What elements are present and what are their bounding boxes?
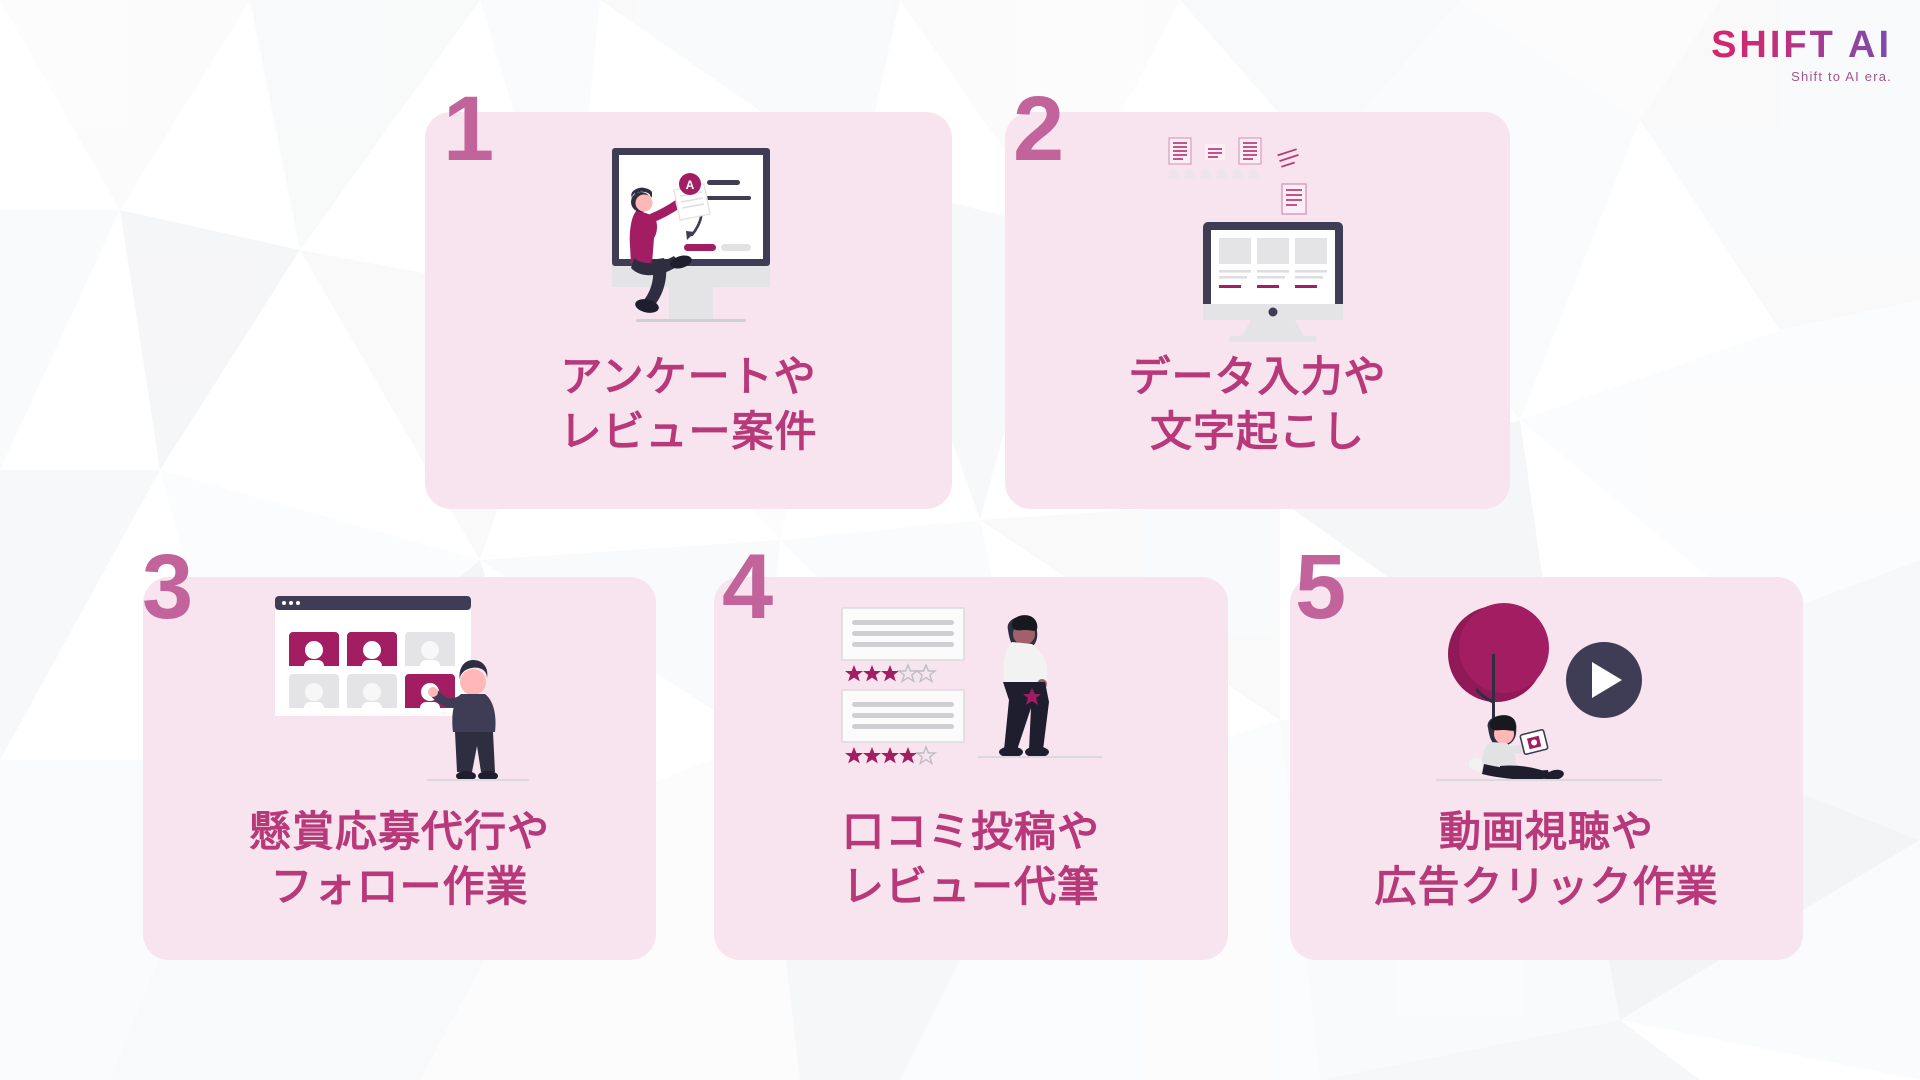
card-3-title: 懸賞応募代行や フォロー作業 (143, 805, 656, 914)
avatar-card-selected (289, 632, 339, 666)
card-1-title-line1: アンケートや (560, 353, 817, 400)
card-4[interactable] (714, 577, 1228, 960)
doc-into-monitor (1280, 183, 1307, 215)
svg-text:A: A (685, 178, 694, 192)
review-cards-stars-person-icon (841, 607, 1102, 766)
avatar-card-empty (289, 674, 339, 708)
card-1-illustration: A (425, 140, 952, 340)
browser-avatars-person-icon (275, 596, 529, 781)
brand-logo: SHIFT AI Shift to AI era. (1711, 26, 1892, 83)
person-standing (428, 660, 498, 781)
card-2-title-line1: データ入力や (1128, 353, 1387, 400)
rating-stars-1 (845, 663, 938, 684)
monitor-person-survey-icon: A (611, 148, 770, 322)
card-5-title-line2: 広告クリック作業 (1374, 862, 1719, 910)
card-4-title: 口コミ投稿や レビュー代筆 (714, 805, 1228, 914)
floating-doc-3 (1238, 137, 1261, 165)
person-sitting (1468, 715, 1564, 781)
tree-play-button-person-icon (1435, 603, 1662, 781)
rating-stars-2 (845, 745, 938, 766)
card-5-number: 5 (1295, 536, 1346, 638)
desktop-documents-icon (1168, 137, 1343, 342)
card-2-title-line2: 文字起こし (1149, 407, 1365, 455)
card-4-title-line2: レビュー代筆 (841, 862, 1100, 910)
avatar-card-empty (405, 632, 455, 666)
card-1-number: 1 (443, 78, 494, 180)
floating-doc-1 (1168, 137, 1191, 165)
avatar-card-selected (347, 632, 397, 666)
avatar-card-empty (347, 674, 397, 708)
card-5-title: 動画視聴や 広告クリック作業 (1290, 805, 1803, 914)
card-3-title-line2: フォロー作業 (270, 862, 529, 910)
floating-doc-2 (1204, 144, 1225, 160)
card-2-illustration (1005, 130, 1510, 345)
card-3-title-line1: 懸賞応募代行や (248, 808, 550, 855)
card-3-illustration (143, 590, 656, 790)
card-4-illustration (714, 600, 1228, 790)
card-4-number: 4 (722, 536, 773, 638)
card-1-title-line2: レビュー案件 (559, 407, 818, 455)
card-2-number: 2 (1013, 78, 1064, 180)
card-4-title-line1: 口コミ投稿や (841, 808, 1100, 855)
card-2-title: データ入力や 文字起こし (1005, 350, 1510, 459)
card-5-illustration (1290, 598, 1803, 793)
card-3-number: 3 (142, 536, 193, 638)
logo-wordmark: SHIFT AI (1711, 24, 1892, 66)
card-5-title-line1: 動画視聴や (1438, 808, 1654, 855)
floating-doc-4 (1276, 148, 1299, 168)
logo-tagline: Shift to AI era. (1791, 69, 1892, 84)
person-walking (999, 615, 1049, 758)
card-1-title: アンケートや レビュー案件 (425, 350, 952, 459)
